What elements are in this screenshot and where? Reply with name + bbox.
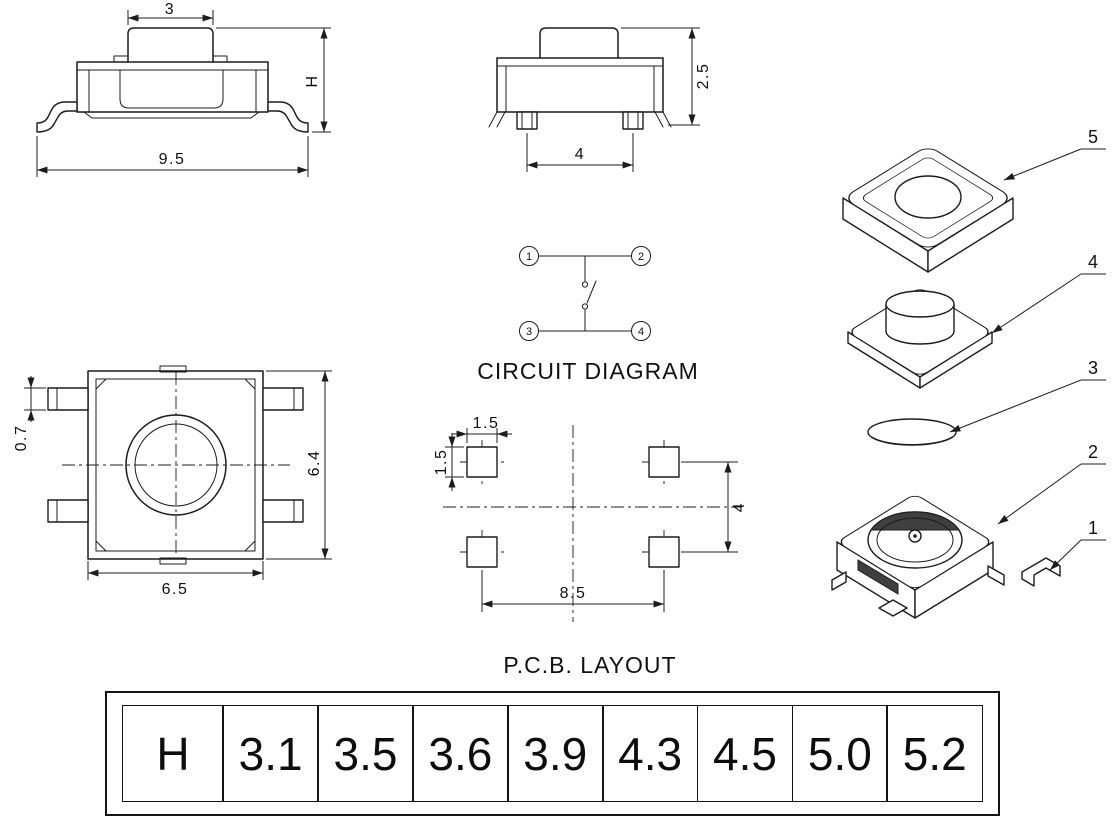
side-body-outline: [496, 57, 664, 113]
side-dim-terminal-pitch: 4: [575, 146, 585, 163]
top-view: 0.7 6.4 6.5: [13, 365, 332, 598]
height-table-value-cell: 4.5: [696, 705, 794, 802]
circuit-diagram: 1 2 3 4 CIRCUIT DIAGRAM: [477, 246, 699, 384]
height-table-grid: H 3.1 3.5 3.6 3.9 4.3 4.5 5.0 5.2: [122, 705, 983, 802]
front-dim-overall-width: 9.5: [159, 151, 186, 168]
front-knob-outline: [127, 27, 214, 63]
base-slot: [857, 559, 899, 595]
exploded-part-cover: [842, 148, 1014, 273]
terminal-4-label: 4: [638, 326, 644, 338]
side-view: 4 2.5: [488, 27, 712, 172]
height-table-value-cell: 4.3: [601, 705, 699, 802]
height-table-value-cell: 3.5: [317, 705, 414, 802]
height-table-value-cell: 3.6: [412, 705, 509, 802]
top-tab-upper: [159, 365, 187, 373]
base-recess-shadow: [870, 511, 960, 531]
top-tab-lower: [159, 557, 187, 565]
front-view: 3 9.5 H: [36, 1, 331, 177]
top-terminal-bl: [47, 499, 89, 523]
switch-lever: [586, 280, 597, 304]
front-cover-lip-left: [113, 55, 129, 63]
height-table-header-cell: H: [122, 705, 224, 802]
pcb-dim-pad-width: 1.5: [473, 415, 500, 432]
part-number-1: 1: [1088, 518, 1098, 538]
pcb-dim-pitch-vertical: 4: [731, 502, 748, 512]
top-dim-body-depth: 6.4: [306, 450, 323, 477]
pcb-dim-pitch-horizontal: 8.5: [560, 585, 587, 602]
cover-hole: [894, 175, 962, 219]
terminal-2-label: 2: [638, 251, 644, 263]
front-dim-knob-width: 3: [165, 1, 175, 18]
height-table: H 3.1 3.5 3.6 3.9 4.3 4.5 5.0 5.2: [105, 691, 1000, 816]
side-terminal-left: [516, 111, 538, 130]
front-cover-lip-right: [212, 55, 228, 63]
front-dim-height: H: [304, 74, 321, 87]
top-dim-terminal-width: 0.7: [13, 425, 30, 452]
exploded-part-actuator: [847, 289, 993, 389]
side-terminal-right: [622, 111, 644, 130]
top-dim-body-width: 6.5: [162, 581, 189, 598]
front-body-outline: [76, 61, 269, 113]
pcb-pad-tr: [648, 446, 680, 478]
pcb-dim-pad-height: 1.5: [433, 449, 450, 476]
height-table-value-cell: 5.2: [886, 705, 983, 802]
front-lead-right: [267, 101, 309, 133]
exploded-part-dome: [867, 418, 957, 446]
pcb-layout: 1.5 1.5 4 8.5 P.C.B. LAYOUT: [433, 415, 748, 678]
part-number-5: 5: [1088, 127, 1098, 147]
height-table-value-cell: 3.9: [506, 705, 604, 802]
exploded-view: 5 4 3 2 1: [831, 127, 1106, 619]
pcb-pad-br: [648, 536, 680, 568]
exploded-part-base: [831, 495, 1005, 619]
part-callouts: 5 4 3 2 1: [949, 127, 1106, 571]
actuator-plunger-top: [885, 290, 955, 318]
part-number-2: 2: [1088, 442, 1098, 462]
height-table-value-cell: 5.0: [791, 705, 889, 802]
side-knob-outline: [539, 27, 619, 59]
terminal-3-label: 3: [526, 326, 532, 338]
top-terminal-tl: [47, 387, 89, 411]
pcb-pad-tl: [466, 446, 498, 478]
side-dim-height: 2.5: [695, 63, 712, 90]
part-number-3: 3: [1088, 358, 1098, 378]
top-terminal-br: [262, 499, 304, 523]
circuit-diagram-title: CIRCUIT DIAGRAM: [477, 358, 699, 384]
height-table-value-cell: 3.1: [222, 705, 319, 802]
exploded-part-terminal: [1021, 557, 1061, 587]
pcb-pad-bl: [466, 536, 498, 568]
top-terminal-tr: [262, 387, 304, 411]
front-lead-left: [36, 101, 78, 133]
terminal-1-label: 1: [526, 251, 532, 263]
part-number-4: 4: [1088, 252, 1098, 272]
pcb-layout-title: P.C.B. LAYOUT: [503, 652, 676, 678]
